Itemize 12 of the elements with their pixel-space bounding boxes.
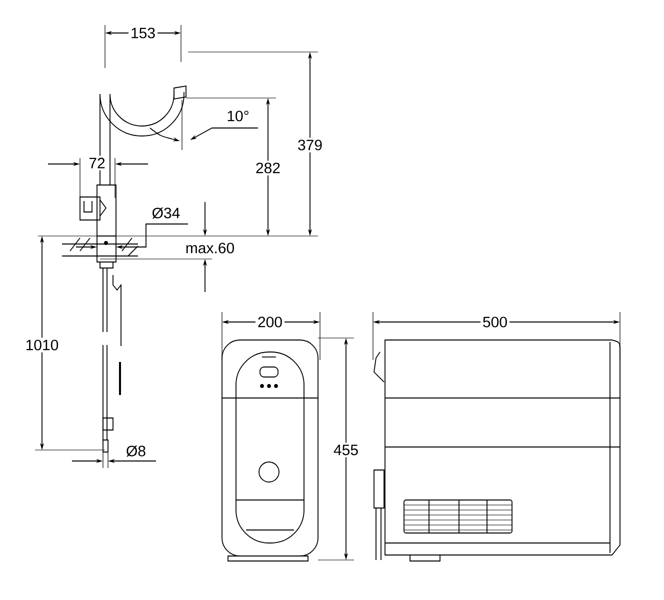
dimension-label: 10° [224, 108, 252, 124]
dimension-label: 72 [86, 156, 108, 170]
dimension-label: 1010 [23, 338, 61, 352]
dimension-label: Ø8 [124, 443, 148, 459]
dimension-label: max.60 [183, 240, 237, 256]
dimension-label: Ø34 [150, 205, 182, 221]
dimension-label: 379 [296, 138, 325, 152]
dimension-label: 455 [332, 442, 361, 458]
dimension-label: 500 [480, 314, 510, 330]
dimension-label: 282 [254, 160, 283, 176]
dimension-label: 200 [256, 314, 285, 330]
dimension-label: 153 [128, 26, 158, 40]
